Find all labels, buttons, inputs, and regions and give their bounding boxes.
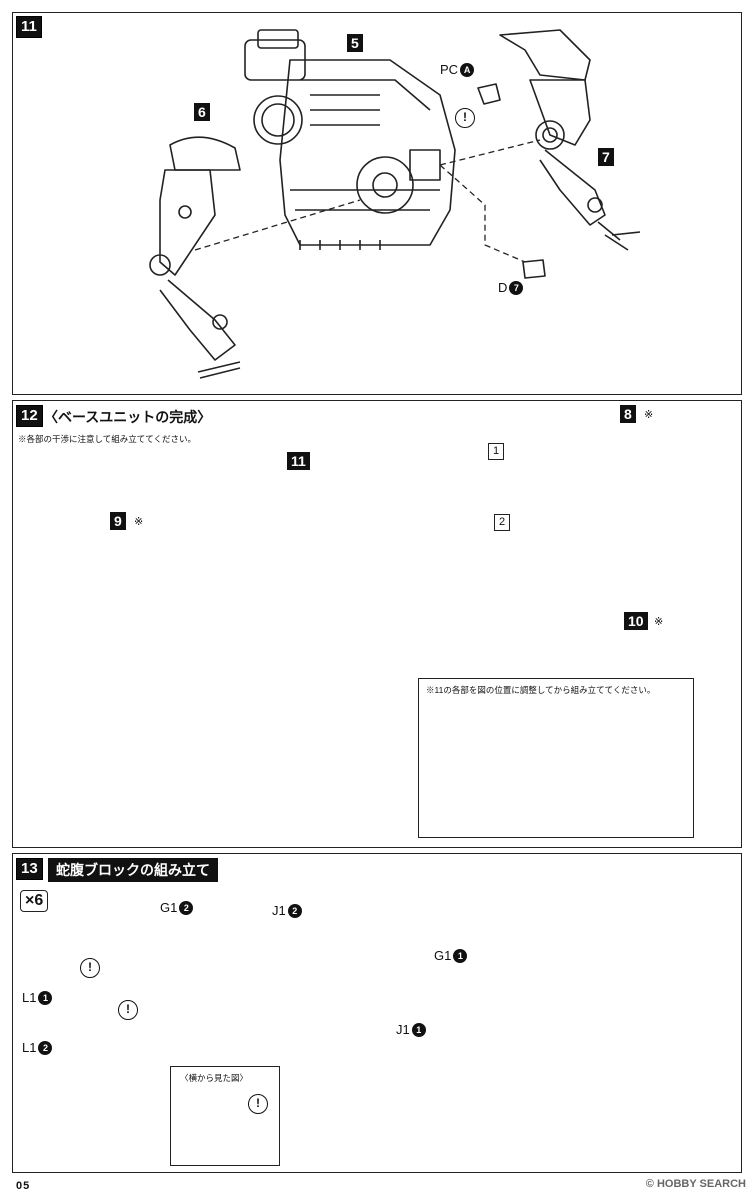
l1-1-name: L1 [22,990,37,1005]
part-5-body-drawing [244,29,456,250]
d-label-text: D [498,280,508,295]
d-7-label: D 7 [498,280,524,295]
l1-1-label: L1 1 [22,990,53,1005]
j1-1-label: J1 1 [396,1022,426,1037]
step-12-note: ※各部の干渉に注意して組み立ててください。 [18,434,196,444]
runner-a-icon: A [460,62,475,77]
step-12-title: 〈ベースユニットの完成〉 [44,409,212,425]
part-number-10: 10 [624,612,648,630]
warning-icon: ! [455,108,475,128]
step-13-title: 蛇腹ブロックの組み立て [48,858,218,882]
adjustment-note: ※11の各部を図の位置に調整してから組み立ててください。 [426,685,656,695]
step-12-badge: 12 [16,405,43,427]
g1-1-name: G1 [434,948,452,963]
part-number-6: 6 [194,103,210,121]
attach-point-1: 1 [488,443,504,460]
side-view-box [170,1066,280,1166]
g1-1-label: G1 1 [434,948,468,963]
watermark-logo: © HOBBY SEARCH [645,1178,746,1190]
pc-a-joint-drawing [477,83,501,105]
j1-1-name: J1 [396,1022,410,1037]
part-number-11: 11 [287,452,310,470]
part-6-arm-drawing [149,136,241,379]
l1-2-name: L1 [22,1040,37,1055]
warning-icon: ! [118,1000,138,1020]
runner-2-icon: 2 [38,1040,53,1055]
part-7-arm-drawing [499,29,641,251]
part-number-5: 5 [347,34,363,52]
runner-1-icon: 1 [453,948,468,963]
step-13-badge: 13 [16,858,43,880]
pc-label-text: PC [440,62,459,77]
g1-2-name: G1 [160,900,178,915]
d-7-peg-drawing [522,259,546,279]
step-11-badge: 11 [16,16,42,38]
runner-2-icon: 2 [287,903,302,918]
runner-7-icon: 7 [509,280,524,295]
part-number-8: 8 [620,405,636,423]
j1-2-name: J1 [272,903,286,918]
attach-point-2: 2 [494,514,510,531]
g1-2-label: G1 2 [160,900,194,915]
caution-mark-8: ※ [644,409,654,421]
adjustment-detail-box [418,678,694,838]
l1-2-label: L1 2 [22,1040,53,1055]
caution-mark-9: ※ [134,516,144,528]
side-view-caption: 〈横から見た図〉 [180,1073,249,1083]
warning-icon: ! [248,1094,268,1114]
j1-2-label: J1 2 [272,903,302,918]
page-number: 05 [16,1180,31,1192]
step-11-panel [12,12,742,395]
warning-icon: ! [80,958,100,978]
quantity-multiplier: ×6 [20,890,49,912]
runner-2-icon: 2 [179,900,194,915]
pc-a-label: PC A [440,62,475,77]
runner-1-icon: 1 [38,990,53,1005]
caution-mark-10: ※ [654,616,664,628]
part-number-9: 9 [110,512,126,530]
runner-1-icon: 1 [411,1022,426,1037]
part-number-7: 7 [598,148,614,166]
